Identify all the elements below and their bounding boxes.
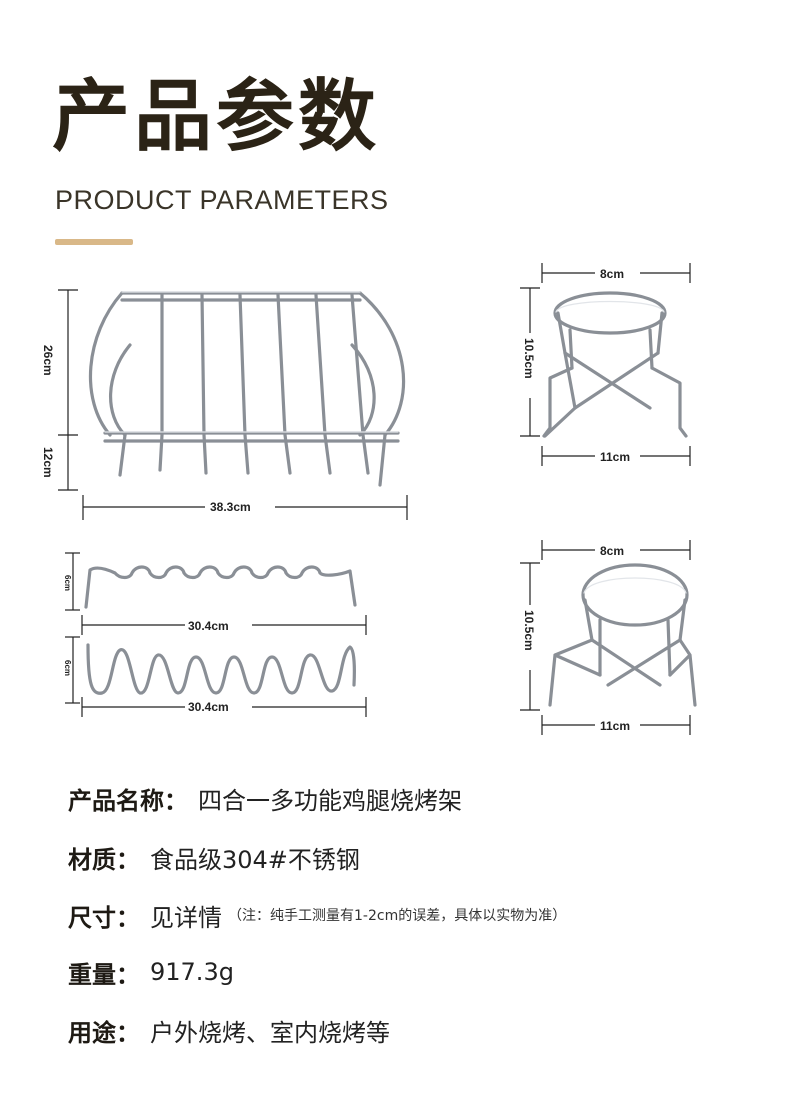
spec-value: 四合一多功能鸡腿烧烤架 bbox=[198, 786, 462, 815]
spec-label: 材质： bbox=[62, 840, 146, 875]
spec-row-usage: 用途： 户外烧烤、室内烧烤等 bbox=[62, 1010, 390, 1050]
wave-large-wire bbox=[86, 643, 356, 695]
spec-value: 917.3g bbox=[150, 958, 234, 986]
holder-top-dimension-lines bbox=[520, 263, 691, 466]
wave-large-height-label: 6cm bbox=[63, 660, 72, 676]
holder-bottom-dimension-lines bbox=[520, 540, 691, 735]
spec-value: 食品级304#不锈钢 bbox=[150, 845, 360, 874]
holder-top-bottom-width-label: 11cm bbox=[600, 450, 630, 464]
holder-bottom-wire bbox=[548, 563, 697, 707]
wave-small-width-label: 30.4cm bbox=[188, 619, 229, 633]
rack-diagram: 26cm 12cm 38.3cm bbox=[41, 289, 408, 520]
spec-note: （注：纯手工测量有1-2cm的误差，具体以实物为准） bbox=[228, 908, 567, 924]
wave-large-dimension-lines bbox=[65, 636, 367, 717]
spec-row-name: 产品名称： 四合一多功能鸡腿烧烤架 bbox=[62, 778, 462, 818]
holder-bottom-diagram: 8cm 10.5cm 11cm bbox=[520, 540, 697, 735]
spec-row-size: 尺寸： 见详情 （注：纯手工测量有1-2cm的误差，具体以实物为准） bbox=[62, 895, 566, 935]
holder-bottom-top-width-label: 8cm bbox=[600, 544, 624, 558]
wave-rack-diagram: 6cm 30.4cm 6cm 30.4cm bbox=[63, 552, 367, 717]
holder-top-wire bbox=[542, 291, 688, 438]
wave-small-height-label: 6cm bbox=[63, 575, 72, 591]
wave-small-dimension-lines bbox=[65, 552, 367, 635]
spec-row-material: 材质： 食品级304#不锈钢 bbox=[62, 837, 360, 877]
rack-height-top-label: 26cm bbox=[41, 345, 55, 376]
rack-height-bottom-label: 12cm bbox=[41, 447, 55, 478]
spec-label: 重量： bbox=[62, 955, 146, 990]
wave-small-wire bbox=[84, 565, 357, 609]
holder-bottom-height-label: 10.5cm bbox=[522, 610, 536, 651]
rack-wire bbox=[88, 291, 406, 487]
wave-large-width-label: 30.4cm bbox=[188, 700, 229, 714]
holder-top-diagram: 8cm 10.5cm 11cm bbox=[520, 263, 691, 466]
holder-top-top-width-label: 8cm bbox=[600, 267, 624, 281]
rack-dimension-lines bbox=[58, 289, 408, 520]
spec-row-weight: 重量： 917.3g bbox=[62, 952, 234, 992]
spec-label: 用途： bbox=[62, 1013, 146, 1048]
holder-top-height-label: 10.5cm bbox=[522, 338, 536, 379]
spec-label: 产品名称： bbox=[62, 781, 194, 816]
page-subtitle: PRODUCT PARAMETERS bbox=[55, 185, 389, 215]
accent-divider bbox=[55, 239, 133, 245]
spec-label: 尺寸： bbox=[62, 898, 146, 933]
spec-value: 户外烧烤、室内烧烤等 bbox=[150, 1018, 390, 1047]
holder-bottom-bottom-width-label: 11cm bbox=[600, 719, 630, 733]
rack-width-label: 38.3cm bbox=[210, 500, 251, 514]
page-title: 产品参数 bbox=[52, 72, 381, 162]
spec-value: 见详情 bbox=[150, 903, 222, 932]
